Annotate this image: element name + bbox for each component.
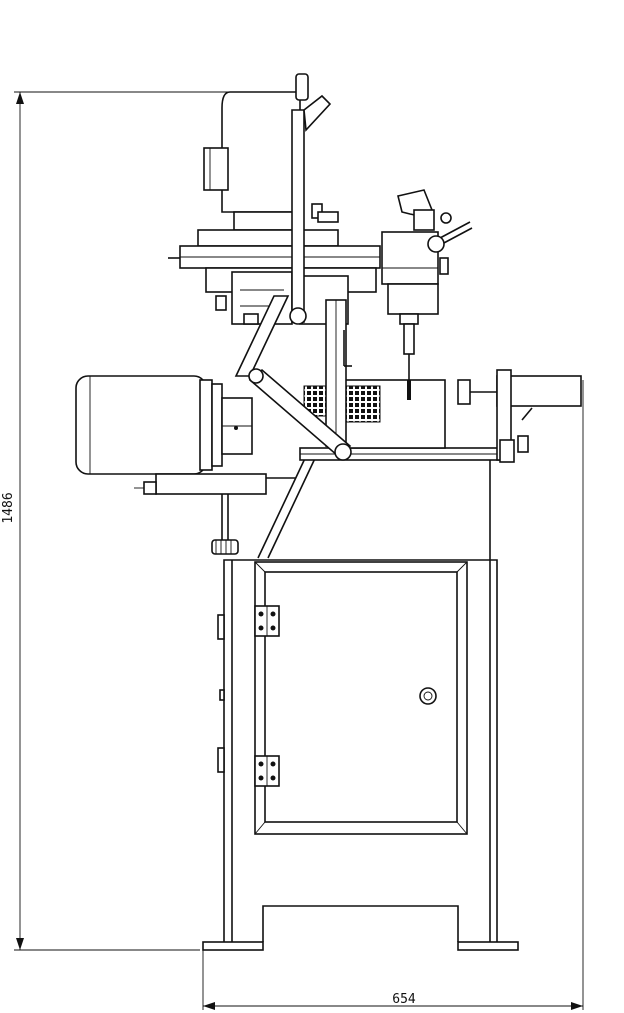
head-motor — [203, 91, 301, 231]
fence-stop — [457, 369, 582, 463]
vertical-guide — [325, 299, 352, 447]
drill-head-handle[interactable] — [397, 189, 473, 275]
door-hinge-upper — [254, 605, 280, 637]
door-lock-icon — [419, 687, 437, 705]
cabinet-base — [202, 460, 519, 951]
height-dimension-label: 1486 — [1, 492, 16, 523]
toggle-linkage — [234, 295, 352, 461]
motor-slide-rail — [134, 473, 296, 495]
width-dimension-label: 654 — [392, 992, 416, 1007]
drill-head — [381, 231, 439, 400]
saw-motor — [75, 375, 253, 475]
support-column — [257, 451, 319, 559]
operating-lever[interactable] — [289, 73, 339, 325]
cabinet-door — [254, 561, 468, 835]
door-hinge-lower — [254, 755, 280, 787]
width-dimension: 654 — [202, 380, 584, 1010]
height-dimension: 1486 — [1, 91, 230, 951]
adjust-handwheel — [211, 494, 239, 555]
clamp-grid-right — [343, 385, 381, 423]
